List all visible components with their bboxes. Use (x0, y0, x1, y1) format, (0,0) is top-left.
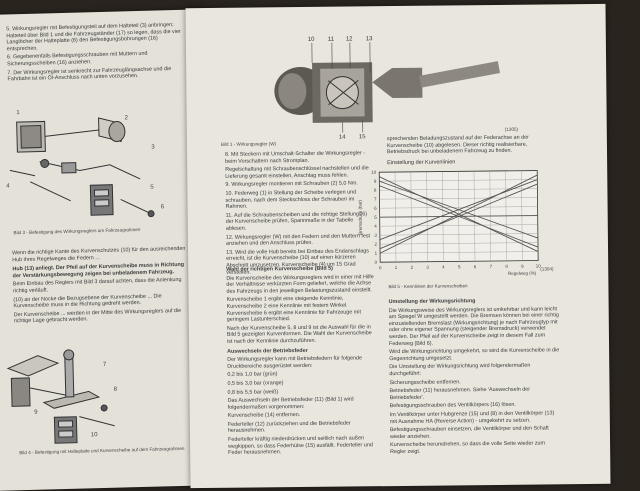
left-top-para-1: 5. Wirkungsregler mit Befestigungsteil a… (6, 22, 187, 53)
right-col-para-1: sprechenden Beladungszustand auf der Fed… (387, 134, 557, 156)
photo-num-13: 13 (366, 36, 373, 42)
sec3-para-6: Befestigungsschrauben des Ventilkörpers … (390, 402, 562, 410)
regulator-photo: 10 11 12 13 14 15 (220, 31, 521, 140)
middle-column-upper: 8. Mit Steckern mit Umschalt-Schalter di… (225, 150, 374, 278)
sec1-para-3: Nach der Kurvenscheibe 5, 8 und 9 ist di… (227, 324, 377, 345)
fig-num-2: 2 (124, 115, 128, 121)
left-figure-upper: 1 2 3 4 5 6 (0, 88, 191, 228)
col1-para-5: 11. Auf die Schraubenscheiben und die ri… (226, 211, 374, 232)
chart-y-tick-label: 0 (375, 260, 378, 265)
photo-caption: Bild 1 - Wirkungsregler (W) (221, 140, 381, 147)
chart-x-tick-label: 2 (411, 265, 414, 270)
chart-y-tick-label: 8 (374, 188, 377, 193)
chart-y-tick-label: 2 (374, 242, 377, 247)
photo-code: (1305) (505, 127, 518, 133)
chart-x-tick-label: 6 (474, 264, 477, 269)
left-page: 5. Wirkungsregler mit Befestigungsteil a… (0, 9, 216, 491)
chart-x-tick-label: 7 (490, 264, 493, 269)
photo-num-10: 10 (308, 37, 315, 43)
chart-y-tick-label: 4 (374, 224, 377, 229)
fig-num-10: 10 (91, 432, 98, 438)
sec2-para-8: Federteller kräftig niederdrücken und se… (228, 435, 378, 456)
sec2-para-7: Federteller (12) zurückziehen und die Be… (228, 420, 378, 435)
col1-para-6: 12. Wirkungsregler (W) mit den Federn un… (226, 233, 374, 248)
sec3-para-1: Die Wirkungsweise des Wirkungsreglers is… (389, 306, 561, 347)
photo-num-12: 12 (346, 36, 353, 42)
sec2-para-1: Der Wirkungsregler kann mit Betriebsfede… (227, 355, 377, 370)
chart-y-tick-label: 10 (371, 170, 377, 175)
fig-num-4: 4 (6, 183, 10, 189)
col1-para-4: 10. Federweg (1) in Stellung der Scheibe… (225, 189, 373, 210)
sec2-para-6: Kurvenscheibe (14) entfernen. (228, 412, 378, 420)
left-top-text: 5. Wirkungsregler mit Befestigungsteil a… (6, 22, 187, 85)
middle-column-lower: Wahl der richtigen Kurvenscheibe (Bild 5… (226, 262, 378, 458)
chart-x-tick-label: 0 (379, 265, 382, 270)
chart-x-tick-label: 1 (395, 265, 398, 270)
chart-y-tick-label: 5 (374, 215, 377, 220)
sec2-para-4: 0,8 bis 5,5 bar (weiß) (227, 388, 377, 396)
sec1-para-2: Kurvenscheibe 1 ergibt eine steigende Ke… (227, 296, 377, 324)
chart-y-tick-label: 1 (375, 251, 378, 256)
chart-y-tick-label: 7 (374, 197, 377, 202)
sec3-para-8: Befestigungsschrauben einsetzen, die Ven… (390, 425, 562, 440)
fig-num-9: 9 (34, 410, 38, 416)
fig-num-8: 8 (114, 387, 118, 393)
left-mid-para-5: Der Kurvenscheibe ... werden in der Mitt… (14, 307, 194, 325)
chart-x-tick-label: 3 (426, 265, 429, 270)
right-column-top: sprechenden Beladungszustand auf der Fed… (387, 134, 557, 158)
fig-num-1: 1 (16, 110, 20, 116)
photo-num-14: 14 (339, 135, 346, 140)
col1-para-1: 8. Mit Steckern mit Umschalt-Schalter di… (225, 150, 373, 165)
photo-num-11: 11 (328, 37, 335, 43)
sec3-para-5: Betriebsfeder (11) herausnehmen. Siehe '… (389, 386, 561, 401)
right-column-lower: Umstellung der Wirkungsrichtung Die Wirk… (389, 294, 563, 457)
chart-y-tick-label: 9 (374, 179, 377, 184)
chart-caption-bottom: Bild 5 - Kennlinien der Kurvenscheiben (388, 282, 548, 289)
col1-para-2: Regelschaltung mit Schraubenschlüssel na… (225, 165, 373, 180)
left-figure-lower: 7 8 9 10 (3, 344, 201, 449)
chart-x-tick-label: 4 (442, 265, 445, 270)
fig-num-5: 5 (150, 185, 154, 191)
section-title-kurvenscheibe: Wahl der richtigen Kurvenscheibe (Bild 5… (226, 265, 376, 273)
chart-x-tick-label: 9 (521, 264, 524, 269)
fig-num-3: 3 (151, 145, 155, 151)
fig-num-7: 7 (103, 362, 107, 368)
chart-x-axis-label: Regelweg (%) (508, 271, 537, 276)
left-fig-caption: Bild 3 - Befestigung des Wirkungsreglers… (13, 226, 183, 236)
section-title-wirkungsrichtung: Umstellung der Wirkungsrichtung (389, 297, 561, 305)
right-page: 10 11 12 13 14 15 Bild 1 - Wirkungsregle… (185, 4, 610, 488)
chart-y-tick-label: 3 (374, 233, 377, 238)
left-top-para-3: 7. Der Wirkungsregler ist senkrecht zur … (7, 65, 187, 83)
sec3-para-4: Sicherungsscheibe entfernen. (389, 378, 561, 386)
left-mid-para-1: Wenn die richtige Kante des Kurvenschutz… (12, 246, 192, 264)
left-mid-text: Wenn die richtige Kante des Kurvenschutz… (12, 246, 194, 328)
chart-y-axis-label: Bremsdruck (bar) (358, 199, 363, 234)
sec1-para-1: Die Kurvenscheibe des Wirkungsreglers wi… (226, 274, 376, 295)
col1-para-3: 9. Wirkungsregler montieren mit Schraube… (225, 181, 373, 189)
sec3-para-2: Wird die Wirkungsrichtung umgekehrt, so … (389, 347, 561, 362)
photo-num-15: 15 (359, 134, 366, 140)
section-title-betriebsfeder: Auswechseln der Betriebsfeder (227, 347, 377, 355)
sec2-para-3: 0,5 bis 3,0 bar (orange) (227, 379, 377, 387)
sec3-para-3: Die Umstellung der Wirkungsrichtung wird… (389, 363, 561, 378)
chart-x-tick-label: 5 (458, 264, 461, 269)
sec2-para-2: 0,2 bis 1,0 bar (grün) (227, 371, 377, 379)
chart-y-tick-label: 6 (374, 206, 377, 211)
fig-num-6: 6 (161, 204, 165, 210)
sec3-para-9: Kurvenscheibe herumdrehen, so dass die v… (390, 441, 562, 456)
sec2-para-5: Das Auswechseln der Betriebsfeder (11) (… (228, 396, 378, 411)
sec3-para-7: Im Ventilkörper unter Hubgrenze (15) und… (390, 410, 562, 425)
chart-x-tick-label: 8 (505, 264, 508, 269)
chart-code: (1304) (540, 266, 553, 272)
